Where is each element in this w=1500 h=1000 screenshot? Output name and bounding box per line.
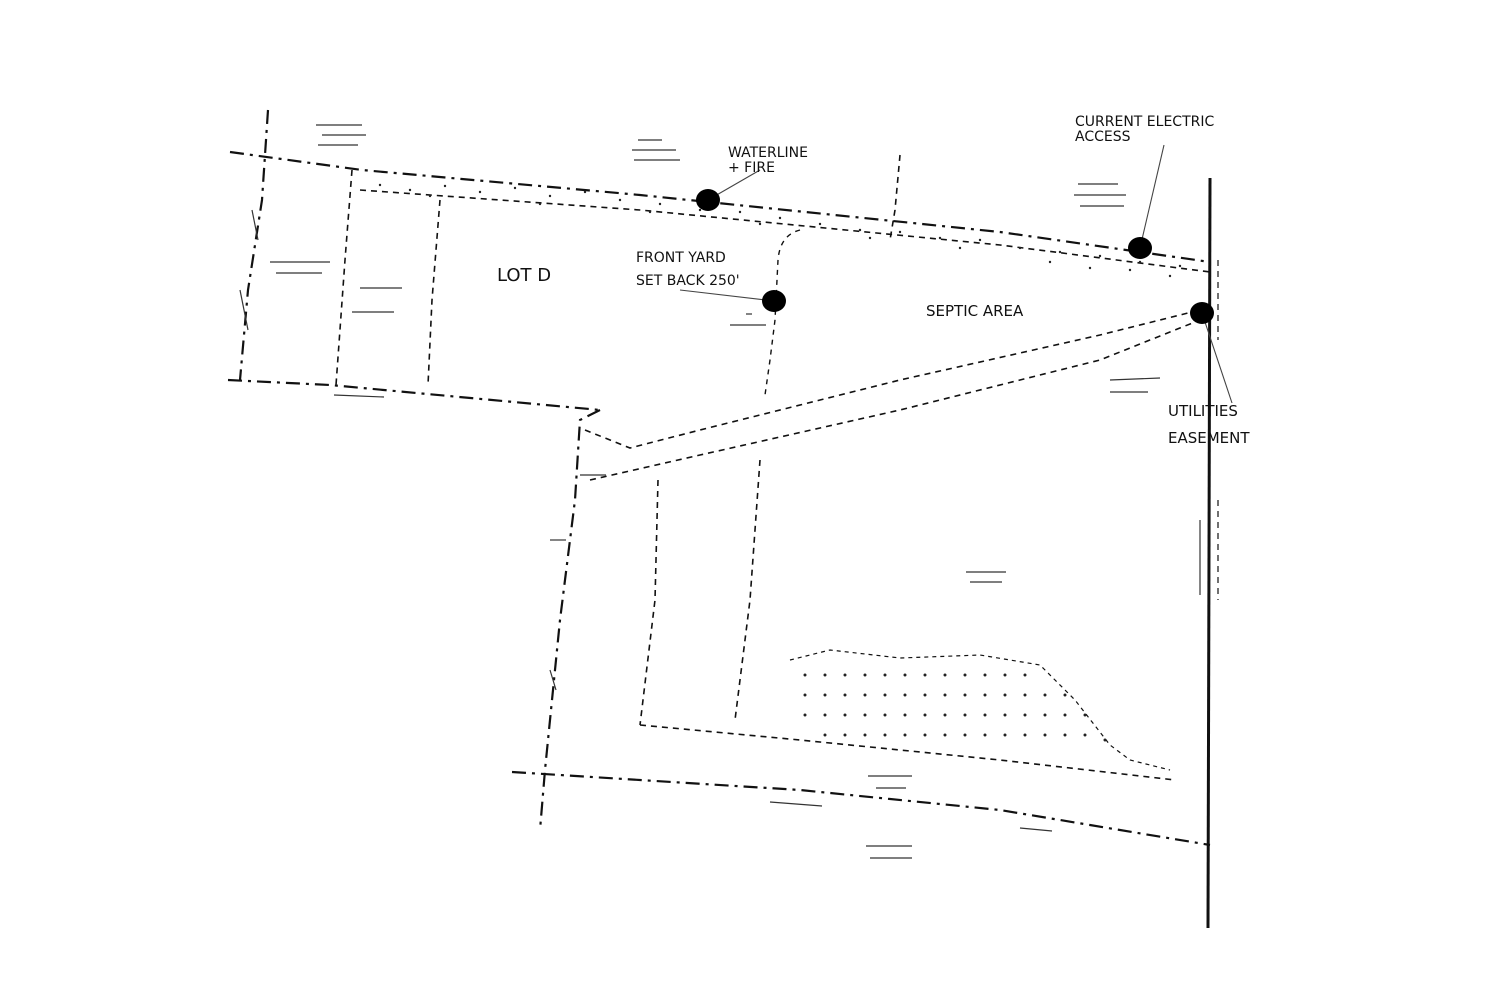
electric-label-line2: ACCESS bbox=[1075, 129, 1131, 145]
front-yard-setback-line bbox=[764, 229, 801, 396]
waterline-label-line1: WATERLINE bbox=[728, 145, 808, 161]
lot-label: LOT D bbox=[497, 265, 551, 286]
waterline-strip-hatch bbox=[378, 183, 1182, 278]
electric-marker bbox=[1128, 237, 1152, 259]
utilities-label-line2: EASEMENT bbox=[1168, 429, 1250, 447]
front-yard-label-line2: SET BACK 250' bbox=[636, 273, 740, 289]
front-yard-marker bbox=[762, 290, 786, 312]
property-boundary bbox=[227, 109, 1211, 847]
utilities-marker bbox=[1190, 302, 1214, 324]
electric-label-line1: CURRENT ELECTRIC bbox=[1075, 114, 1214, 130]
septic-area-label: SEPTIC AREA bbox=[926, 302, 1024, 320]
waterline-label-line2: + FIRE bbox=[728, 160, 775, 176]
leader-lines bbox=[679, 144, 1233, 404]
illegible-annotation-marks bbox=[239, 124, 1201, 859]
marker-dots bbox=[696, 189, 1214, 324]
utilities-label-line1: UTILITIES bbox=[1168, 402, 1238, 420]
lower-hatch-area bbox=[789, 649, 1171, 771]
waterline-marker bbox=[696, 189, 720, 211]
road-line bbox=[1206, 177, 1219, 929]
setback-lines bbox=[335, 154, 1211, 781]
front-yard-label-line1: FRONT YARD bbox=[636, 250, 726, 266]
